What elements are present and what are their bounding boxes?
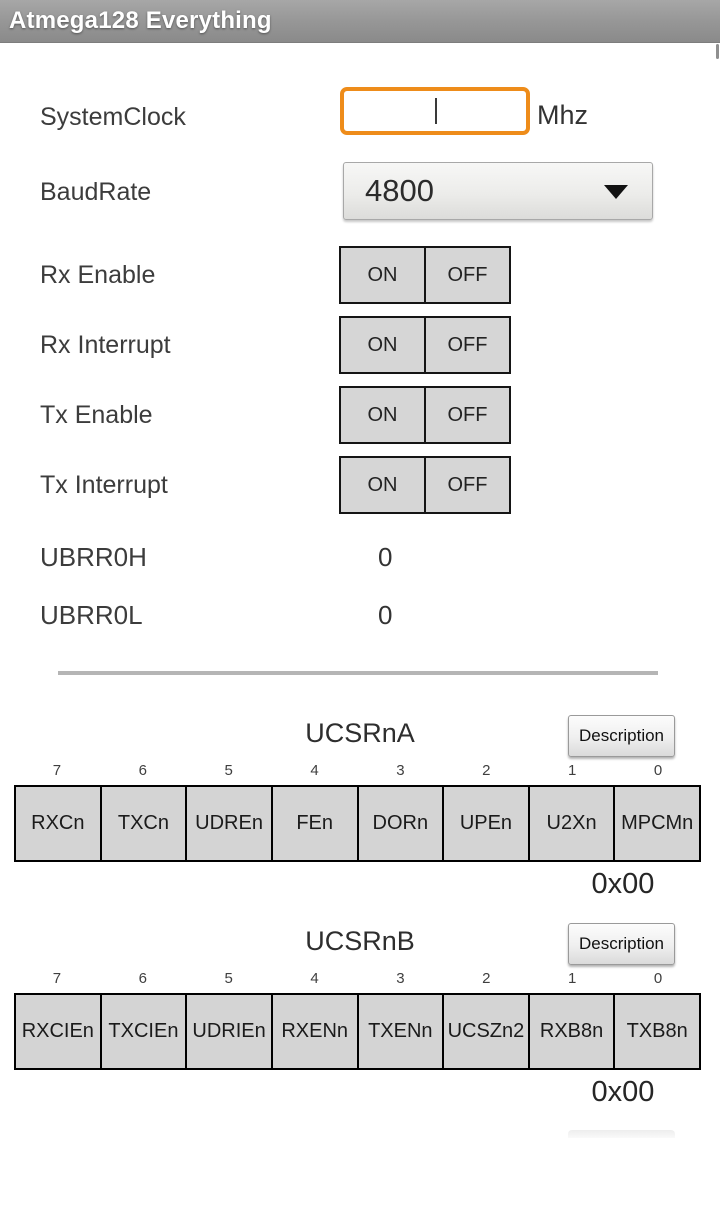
text-cursor: [435, 98, 437, 124]
ucsrnb-bit-txb8n[interactable]: TXB8n: [613, 995, 699, 1068]
bit-number: 1: [568, 970, 577, 987]
ucsrnb-bit-udrien[interactable]: UDRIEn: [185, 995, 271, 1068]
tx-interrupt-on-button[interactable]: ON: [341, 458, 424, 512]
rx-interrupt-on-button[interactable]: ON: [341, 318, 424, 372]
rx-enable-row: Rx Enable ON OFF: [0, 246, 720, 304]
tx-enable-toggle-group: ON OFF: [339, 386, 511, 444]
scrollbar-thumb[interactable]: [716, 44, 719, 59]
system-clock-input[interactable]: [344, 91, 530, 133]
bit-number: 6: [138, 970, 147, 987]
ucsrna-bit-upen[interactable]: UPEn: [442, 787, 528, 860]
baud-rate-selected-value: 4800: [365, 173, 434, 208]
ucsrna-bit-mpcmn[interactable]: MPCMn: [613, 787, 699, 860]
ubrr0l-value: 0: [378, 600, 393, 630]
tx-enable-row: Tx Enable ON OFF: [0, 386, 720, 444]
ucsrnb-bit-txenn[interactable]: TXENn: [356, 995, 443, 1068]
tx-interrupt-row: Tx Interrupt ON OFF: [0, 456, 720, 514]
chevron-down-icon: [604, 185, 628, 199]
ucsrna-description-button[interactable]: Description: [568, 715, 675, 757]
rx-enable-toggle-group: ON OFF: [339, 246, 511, 304]
rx-interrupt-row: Rx Interrupt ON OFF: [0, 316, 720, 374]
ucsrnb-bit-txcien[interactable]: TXCIEn: [99, 995, 186, 1068]
bit-number: 1: [568, 762, 577, 779]
ubrr0l-row: UBRR0L 0: [0, 596, 720, 634]
bit-number: 3: [396, 762, 405, 779]
ucsrna-hex-value: 0x00: [591, 868, 655, 900]
ubrr0h-label: UBRR0H: [40, 542, 147, 572]
ucsrnb-title: UCSRnB: [305, 926, 415, 956]
baud-rate-dropdown[interactable]: 4800: [343, 162, 653, 220]
bit-number: 4: [310, 762, 319, 779]
baud-rate-label: BaudRate: [40, 178, 152, 206]
rx-interrupt-toggle-group: ON OFF: [339, 316, 511, 374]
ubrr0h-value: 0: [378, 542, 393, 572]
bit-number: 5: [224, 762, 233, 779]
ucsrnb-hex-value: 0x00: [591, 1076, 655, 1108]
ucsrna-title: UCSRnA: [305, 718, 415, 748]
rx-interrupt-off-button[interactable]: OFF: [424, 318, 509, 372]
section-divider: [58, 671, 658, 675]
bit-number: 7: [52, 970, 62, 987]
bit-number: 0: [653, 762, 663, 779]
rx-interrupt-label: Rx Interrupt: [40, 331, 171, 359]
system-clock-input-frame: [340, 87, 530, 135]
bit-number: 4: [310, 970, 319, 987]
bit-number: 0: [653, 970, 663, 987]
tx-interrupt-label: Tx Interrupt: [40, 471, 168, 499]
rx-enable-off-button[interactable]: OFF: [424, 248, 509, 302]
mhz-unit-label: Mhz: [537, 100, 589, 130]
tx-enable-label: Tx Enable: [40, 401, 153, 429]
bit-number: 5: [224, 970, 233, 987]
app-title: Atmega128 Everything: [9, 7, 272, 34]
ucsrnb-bit-rxenn[interactable]: RXENn: [270, 995, 357, 1068]
ucsrna-bit-dorn[interactable]: DORn: [356, 787, 443, 860]
bit-number: 6: [138, 762, 147, 779]
ucsrnb-bit-rxb8n[interactable]: RXB8n: [527, 995, 614, 1068]
ucsrna-bit-u2xn[interactable]: U2Xn: [527, 787, 614, 860]
title-bar: Atmega128 Everything: [0, 0, 720, 43]
bit-number: 2: [482, 762, 491, 779]
ucsrna-bit-rxcn[interactable]: RXCn: [16, 787, 100, 860]
ucsrna-bit-fen[interactable]: FEn: [270, 787, 357, 860]
rx-enable-label: Rx Enable: [40, 261, 156, 289]
ubrr0l-label: UBRR0L: [40, 600, 143, 630]
bit-number: 7: [52, 762, 62, 779]
system-clock-label: SystemClock: [40, 103, 186, 131]
ucsrnb-description-button[interactable]: Description: [568, 923, 675, 965]
tx-interrupt-toggle-group: ON OFF: [339, 456, 511, 514]
ubrr0h-row: UBRR0H 0: [0, 538, 720, 576]
ucsrna-bit-numbers: 7 6 5 4 3 2 1 0: [14, 762, 701, 779]
bit-number: 2: [482, 970, 491, 987]
ucsrnb-bit-numbers: 7 6 5 4 3 2 1 0: [14, 970, 701, 987]
bit-number: 3: [396, 970, 405, 987]
ucsrnb-bit-table: RXCIEn TXCIEn UDRIEn RXENn TXENn UCSZn2 …: [14, 993, 701, 1070]
ucsrnc-description-button-partial[interactable]: [568, 1130, 675, 1138]
ucsrnb-bit-rxcien[interactable]: RXCIEn: [16, 995, 100, 1068]
ucsrna-bit-txcn[interactable]: TXCn: [99, 787, 186, 860]
tx-enable-on-button[interactable]: ON: [341, 388, 424, 442]
tx-enable-off-button[interactable]: OFF: [424, 388, 509, 442]
ucsrnb-bit-ucszn2[interactable]: UCSZn2: [442, 995, 528, 1068]
ucsrna-bit-udren[interactable]: UDREn: [185, 787, 271, 860]
tx-interrupt-off-button[interactable]: OFF: [424, 458, 509, 512]
rx-enable-on-button[interactable]: ON: [341, 248, 424, 302]
ucsrna-bit-table: RXCn TXCn UDREn FEn DORn UPEn U2Xn MPCMn: [14, 785, 701, 862]
